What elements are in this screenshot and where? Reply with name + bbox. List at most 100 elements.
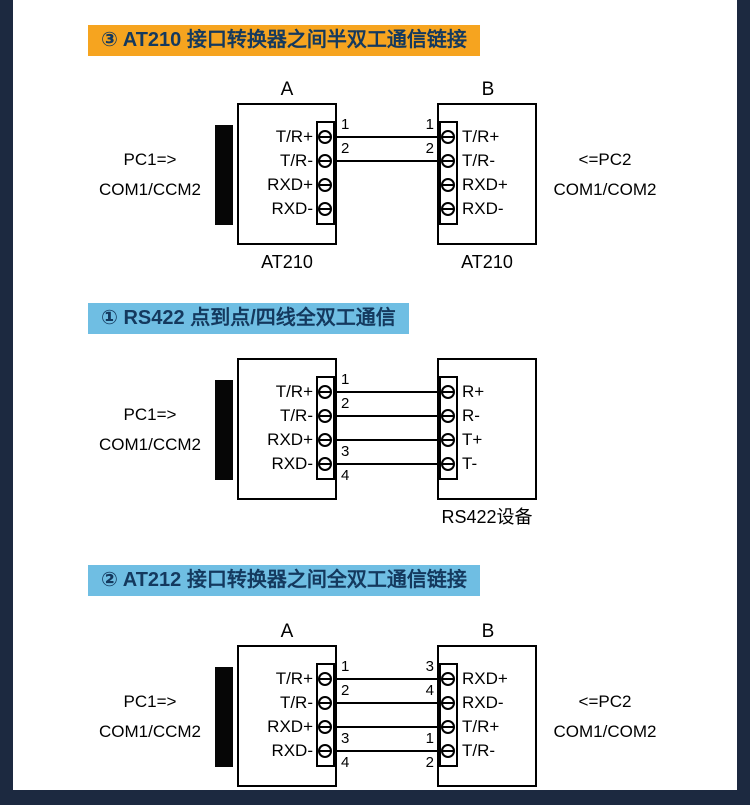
wire bbox=[335, 439, 439, 441]
terminal-label: T/R- bbox=[462, 741, 496, 760]
pc1-label: PC1=> bbox=[123, 692, 177, 711]
screw-terminal-icon bbox=[441, 385, 455, 399]
page-frame-bottom bbox=[0, 790, 750, 805]
screw-terminal-icon bbox=[441, 457, 455, 471]
terminal-label: RXD+ bbox=[462, 175, 508, 194]
screw-terminal-icon bbox=[441, 178, 455, 192]
terminal-label: RXD+ bbox=[462, 669, 508, 688]
terminal-label: R+ bbox=[462, 382, 485, 401]
device-a-label: A bbox=[280, 79, 294, 100]
device-box-left: T/R+ T/R- RXD+ RXD- bbox=[237, 645, 337, 787]
pc2-label: <=PC2 bbox=[578, 692, 632, 711]
com-port-label: COM1/COM2 bbox=[553, 180, 657, 199]
terminal-label: RXD+ bbox=[267, 717, 313, 736]
right-pc-caption: <=PC2 COM1/COM2 bbox=[543, 145, 667, 205]
terminal-label: T/R+ bbox=[275, 669, 313, 688]
section-banner-at212-full-duplex: ② AT212 接口转换器之间全双工通信链接 bbox=[88, 565, 480, 596]
device-box-left: T/R+ T/R- RXD+ RXD- bbox=[237, 103, 337, 245]
screw-terminal-icon bbox=[441, 744, 455, 758]
screw-terminal-icon bbox=[318, 433, 332, 447]
screw-terminal-icon bbox=[441, 202, 455, 216]
wire-number: 1 bbox=[341, 371, 350, 388]
right-pc-caption: <=PC2 COM1/COM2 bbox=[543, 687, 667, 747]
pc2-label: <=PC2 bbox=[578, 150, 632, 169]
section-banner-at210-half-duplex: ③ AT210 接口转换器之间半双工通信链接 bbox=[88, 25, 480, 56]
com-port-label: COM1/CCM2 bbox=[98, 722, 201, 741]
screw-terminal-icon bbox=[441, 696, 455, 710]
screw-terminal-icon bbox=[318, 457, 332, 471]
wire bbox=[335, 136, 439, 138]
terminal-label: RXD- bbox=[271, 741, 313, 760]
wire bbox=[335, 750, 439, 752]
terminal-label: RXD- bbox=[462, 693, 504, 712]
device-a-label: A bbox=[280, 621, 294, 642]
page-frame-left bbox=[0, 0, 13, 805]
screw-terminal-icon bbox=[441, 672, 455, 686]
wire-number: 3 bbox=[341, 443, 350, 460]
wire bbox=[335, 702, 439, 704]
screw-terminal-icon bbox=[318, 202, 332, 216]
wire-number: 1 bbox=[341, 116, 350, 133]
com-port-label: COM1/CCM2 bbox=[98, 435, 201, 454]
terminal-label: T/R+ bbox=[462, 717, 500, 736]
terminal-label: RXD+ bbox=[267, 430, 313, 449]
terminal-strip bbox=[316, 663, 335, 767]
device-box-right: RXD+ RXD- T/R+ T/R- bbox=[437, 645, 537, 787]
terminal-strip bbox=[439, 121, 458, 225]
device-b-label: B bbox=[481, 621, 495, 642]
connector-block bbox=[215, 380, 233, 480]
terminal-strip bbox=[439, 376, 458, 480]
wire-number: 1 bbox=[425, 730, 434, 747]
device-model-label: AT210 bbox=[261, 252, 313, 272]
device-model-label: RS422设备 bbox=[441, 507, 533, 527]
section-banner-rs422-full-duplex: ① RS422 点到点/四线全双工通信 bbox=[88, 303, 409, 334]
connector-block bbox=[215, 125, 233, 225]
screw-terminal-icon bbox=[318, 130, 332, 144]
terminal-label: RXD- bbox=[271, 199, 313, 218]
wire bbox=[335, 415, 439, 417]
terminal-strip bbox=[316, 121, 335, 225]
left-pc-caption: PC1=> COM1/CCM2 bbox=[88, 145, 212, 205]
screw-terminal-icon bbox=[318, 672, 332, 686]
terminal-label: T/R- bbox=[279, 693, 313, 712]
wire-number: 2 bbox=[341, 140, 350, 157]
terminal-label: T/R+ bbox=[275, 127, 313, 146]
connector-block bbox=[215, 667, 233, 767]
wire-number: 2 bbox=[425, 140, 434, 157]
wire-number: 3 bbox=[425, 658, 434, 675]
terminal-strip bbox=[439, 663, 458, 767]
wire bbox=[335, 391, 439, 393]
wire bbox=[335, 678, 439, 680]
wire-number: 4 bbox=[341, 467, 350, 484]
screw-terminal-icon bbox=[441, 720, 455, 734]
wire-number: 2 bbox=[341, 395, 350, 412]
terminal-label: T/R- bbox=[279, 151, 313, 170]
wire-number: 4 bbox=[341, 754, 350, 771]
screw-terminal-icon bbox=[441, 433, 455, 447]
pc1-label: PC1=> bbox=[123, 405, 177, 424]
terminal-label: T- bbox=[462, 454, 478, 473]
terminal-strip bbox=[316, 376, 335, 480]
screw-terminal-icon bbox=[318, 385, 332, 399]
device-model-label: AT210 bbox=[461, 252, 513, 272]
wire bbox=[335, 726, 439, 728]
screw-terminal-icon bbox=[441, 409, 455, 423]
wire-number: 1 bbox=[341, 658, 350, 675]
screw-terminal-icon bbox=[441, 130, 455, 144]
device-box-right: T/R+ T/R- RXD+ RXD- bbox=[437, 103, 537, 245]
wire bbox=[335, 160, 439, 162]
wire bbox=[335, 463, 439, 465]
screw-terminal-icon bbox=[318, 178, 332, 192]
terminal-label: RXD- bbox=[271, 454, 313, 473]
screw-terminal-icon bbox=[318, 696, 332, 710]
left-pc-caption: PC1=> COM1/CCM2 bbox=[88, 400, 212, 460]
terminal-label: R- bbox=[462, 406, 480, 425]
terminal-label: T/R- bbox=[279, 406, 313, 425]
pc1-label: PC1=> bbox=[123, 150, 177, 169]
terminal-label: T/R- bbox=[462, 151, 496, 170]
left-pc-caption: PC1=> COM1/CCM2 bbox=[88, 687, 212, 747]
terminal-label: T+ bbox=[462, 430, 483, 449]
device-box-left: T/R+ T/R- RXD+ RXD- bbox=[237, 358, 337, 500]
terminal-label: RXD- bbox=[462, 199, 504, 218]
